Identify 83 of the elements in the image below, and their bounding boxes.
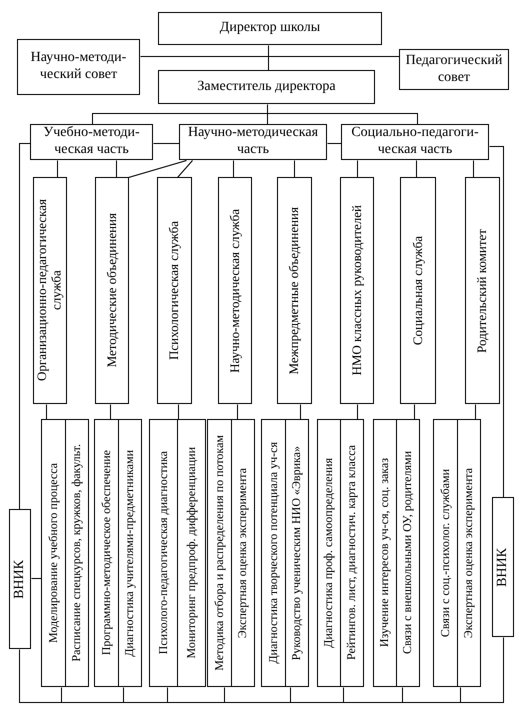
service-box bbox=[340, 177, 374, 404]
activity-label: Расписание спецкурсов, кружков, факульт. bbox=[70, 444, 84, 662]
activity-label: Связи с соц.-психолог. службами bbox=[438, 468, 452, 638]
control-box bbox=[9, 509, 31, 649]
connector-line bbox=[357, 160, 358, 178]
connector-line bbox=[489, 146, 504, 498]
control-label: ВНИК bbox=[495, 548, 511, 586]
activity-label: Рейтингов. лист, диагностич. карта класса bbox=[345, 445, 359, 661]
activity-box bbox=[261, 419, 309, 687]
connector-line bbox=[237, 404, 238, 420]
department-title: Научно-методическая часть bbox=[186, 125, 320, 159]
activity-label: Моделирование учебного процесса bbox=[46, 463, 60, 643]
service-label: Научно-методическая служба bbox=[228, 208, 242, 372]
connector-line bbox=[153, 143, 180, 144]
department-title: Социально-педагоги- ческая часть bbox=[350, 125, 480, 159]
service-box bbox=[400, 177, 436, 404]
activity-label: Мониторинг предпроф. дифференциации bbox=[184, 447, 198, 659]
service-label: Межпредметные объединения bbox=[287, 206, 302, 374]
connector-line bbox=[267, 104, 418, 125]
activity-label: Изучение интересов уч-ся, соц. заказ bbox=[378, 458, 392, 648]
connector-line bbox=[357, 404, 358, 420]
activity-box bbox=[207, 419, 255, 687]
service-label: НМО классных руководителей bbox=[350, 205, 364, 376]
service-box bbox=[33, 177, 67, 404]
council-box bbox=[17, 39, 140, 95]
position-box bbox=[158, 12, 382, 45]
connector-line bbox=[416, 160, 417, 178]
connector-line bbox=[128, 160, 187, 178]
department-box bbox=[179, 124, 327, 160]
service-label: Организационно-педагогическая служба bbox=[35, 198, 65, 384]
position-box bbox=[158, 70, 375, 104]
control-box bbox=[492, 497, 514, 637]
connector-line bbox=[19, 143, 31, 510]
connector-line bbox=[300, 404, 301, 420]
connector-line bbox=[46, 404, 47, 420]
connector-line bbox=[475, 404, 476, 420]
service-box bbox=[277, 177, 312, 404]
connector-line bbox=[460, 637, 504, 703]
activity-label: Связи с внешкольными ОУ, родителями bbox=[401, 451, 415, 654]
service-box bbox=[157, 177, 192, 404]
connector-line bbox=[233, 160, 234, 178]
activity-box bbox=[433, 419, 481, 687]
connector-line bbox=[110, 404, 111, 420]
activity-label: Диагностика творческого потенциала уч-ся bbox=[266, 442, 280, 664]
activity-box bbox=[317, 419, 364, 687]
service-box bbox=[95, 177, 129, 404]
activity-label: Экспертная оценка эксперимента bbox=[236, 468, 250, 638]
activity-label: Диагностика проф. самоопределения bbox=[322, 458, 336, 648]
control-label: ВНИК bbox=[12, 560, 28, 598]
activity-box bbox=[94, 419, 142, 687]
connector-line bbox=[57, 160, 58, 178]
connector-line bbox=[31, 578, 42, 579]
activity-label: Экспертная оценка эксперимента bbox=[462, 468, 476, 638]
position-title: Директор школы bbox=[218, 20, 322, 37]
activity-label: Руководство ученическим НИО «Эврика» bbox=[290, 446, 304, 660]
service-label: Родительский комитет bbox=[475, 228, 490, 352]
activity-box bbox=[149, 419, 206, 687]
connector-line bbox=[473, 160, 474, 178]
service-label: Социальная служба bbox=[410, 236, 426, 346]
activity-label: Методика отбора и распределения по потокам bbox=[212, 435, 226, 671]
service-label: Методические объединения bbox=[104, 213, 120, 368]
connector-line bbox=[116, 160, 117, 178]
service-box bbox=[218, 177, 252, 404]
connector-line bbox=[268, 45, 269, 71]
position-title: Заместитель директора bbox=[196, 78, 337, 96]
department-box bbox=[341, 124, 489, 160]
connector-line bbox=[177, 160, 193, 178]
department-box bbox=[30, 124, 153, 160]
connector-line bbox=[294, 160, 295, 178]
activity-label: Диагностика учителями-предметниками bbox=[123, 450, 136, 656]
connector-line bbox=[414, 404, 415, 420]
activity-label: Программно-методическое обеспечение bbox=[100, 450, 113, 656]
activity-label: Психолого-педагогическая диагностика bbox=[156, 451, 170, 655]
connector-line bbox=[327, 143, 342, 144]
activity-box bbox=[41, 419, 89, 687]
activity-box bbox=[373, 419, 420, 687]
service-box bbox=[465, 177, 500, 404]
connector-line bbox=[178, 404, 179, 420]
service-label: Психологическая служба bbox=[167, 220, 182, 360]
department-title: Учебно-методи- ческая часть bbox=[42, 125, 141, 159]
council-title: Педагогический совет bbox=[404, 52, 504, 86]
council-title: Научно-методи- ческий совет bbox=[30, 50, 128, 84]
council-box bbox=[399, 49, 509, 90]
